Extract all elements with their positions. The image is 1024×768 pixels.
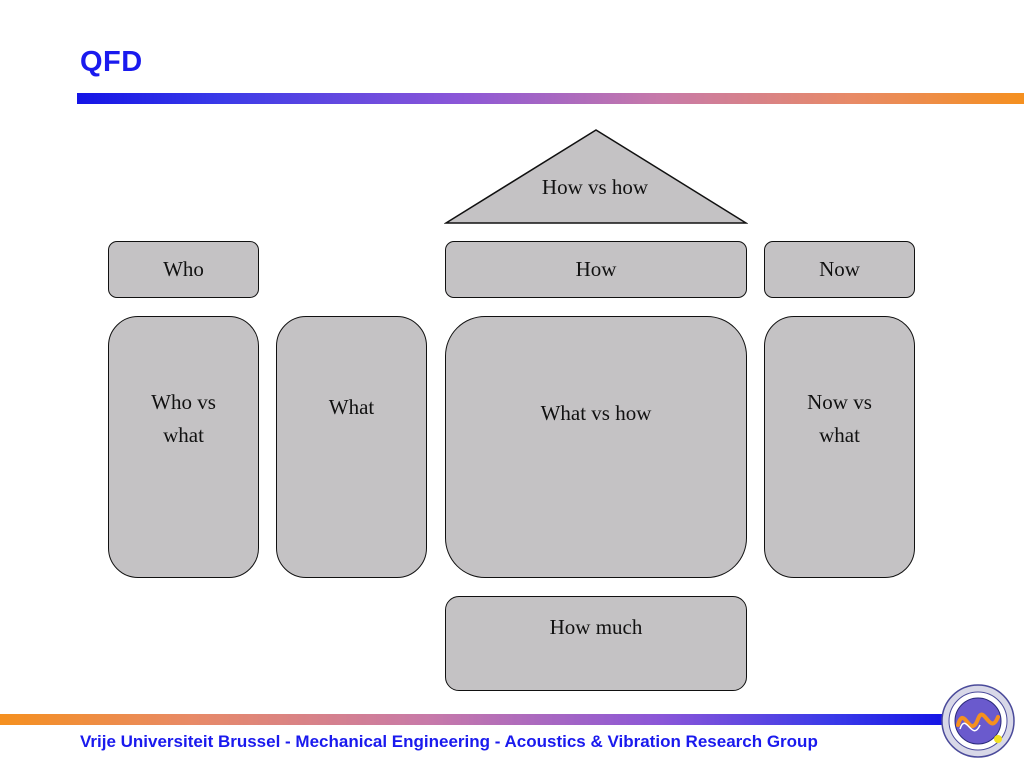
how-much-box: How much: [445, 596, 747, 691]
who-vs-what-line-2: what: [163, 423, 204, 447]
what-vs-how-label: What vs how: [540, 401, 652, 425]
roof-label: How vs how: [541, 175, 649, 199]
how-label: How: [575, 257, 617, 281]
bottom-gradient-bar: [0, 714, 945, 725]
now-vs-what-box: Now vs what: [764, 316, 915, 578]
who-box: Who: [108, 241, 259, 298]
now-label: Now: [819, 257, 860, 281]
who-vs-what-box: Who vs what: [108, 316, 259, 578]
now-vs-what-line-2: what: [819, 423, 860, 447]
who-label: Who: [163, 257, 204, 281]
now-vs-what-line-1: Now vs: [807, 390, 872, 414]
top-gradient-bar: [77, 93, 1024, 104]
footer-text: Vrije Universiteit Brussel - Mechanical …: [80, 732, 818, 751]
who-vs-what-line-1: Who vs: [151, 390, 216, 414]
research-group-logo-icon: [941, 684, 1015, 758]
slide-title: QFD: [80, 46, 143, 78]
what-vs-how-box: What vs how: [445, 316, 747, 578]
now-box: Now: [764, 241, 915, 298]
how-box: How: [445, 241, 747, 298]
what-label: What: [328, 395, 375, 419]
how-much-label: How much: [549, 615, 643, 639]
what-box: What: [276, 316, 427, 578]
roof-triangle: [444, 129, 748, 224]
